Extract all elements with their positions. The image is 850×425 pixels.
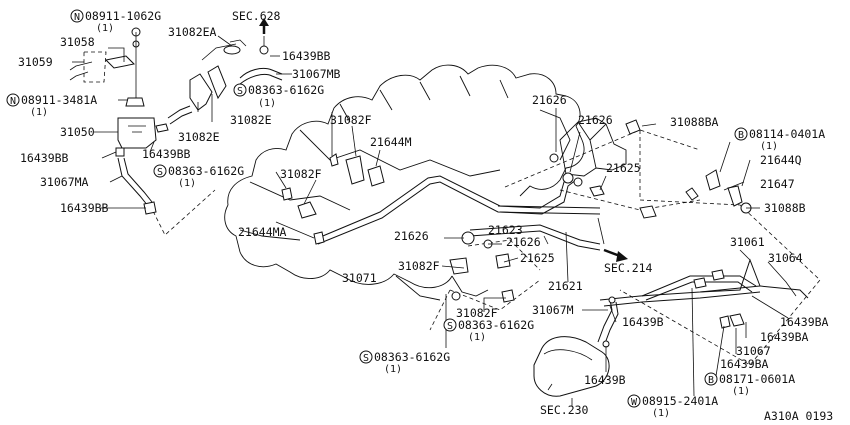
label-31082f: 31082F [456,306,498,320]
symbol-b: B [738,130,744,141]
part-labels: 08911-1062G (1) SEC.628 31058 31082EA 16… [18,9,833,423]
label-qty: (1) [30,107,48,118]
label-16439ba: 16439BA [720,357,769,371]
label-qty: (1) [760,141,778,152]
circled-symbols: N S N S B S S B W [6,9,748,408]
label-21626: 21626 [578,113,613,127]
label-31071: 31071 [342,271,377,285]
label-qty: (1) [258,98,276,109]
label-31050: 31050 [60,125,95,139]
label-31058: 31058 [60,35,95,49]
label-31067mb: 31067MB [292,67,341,81]
small-parts [281,119,752,348]
section-arrows [259,18,628,262]
label-31082f: 31082F [280,167,322,181]
label-21625: 21625 [520,251,555,265]
symbol-n: N [74,12,80,23]
label-16439b: 16439B [584,373,626,387]
label-21644q: 21644Q [760,153,802,167]
label-16439bb: 16439BB [142,147,191,161]
label-16439bb: 16439BB [20,151,69,165]
label-08911-3481a: 08911-3481A [21,93,97,107]
dashed-guides [149,129,821,366]
label-08114-0401a: 08114-0401A [749,127,825,141]
label-21625: 21625 [606,161,641,175]
label-sec628: SEC.628 [232,9,281,23]
label-31088b: 31088B [764,201,806,215]
symbol-s: S [237,86,243,97]
label-sec214: SEC.214 [604,261,653,275]
label-21644ma: 21644MA [238,225,287,239]
label-21626: 21626 [532,93,567,107]
label-08911-1062g: 08911-1062G [85,9,161,23]
label-31067m: 31067M [532,303,574,317]
label-qty: (1) [468,332,486,343]
label-08915-2401a: 08915-2401A [642,394,718,408]
label-08363-6162g: 08363-6162G [248,83,324,97]
label-qty: (1) [732,386,750,397]
label-31067: 31067 [736,344,771,358]
label-31082ea: 31082EA [168,25,217,39]
label-16439bb: 16439BB [282,49,331,63]
label-qty: (1) [96,23,114,34]
label-16439ba: 16439BA [760,330,809,344]
label-16439b: 16439B [622,315,664,329]
label-08363-6162g: 08363-6162G [168,164,244,178]
symbol-s: S [447,321,453,332]
label-08171-0601a: 08171-0601A [719,372,795,386]
label-21647: 21647 [760,177,795,191]
upper-left-parts [69,27,283,215]
label-31088ba: 31088BA [670,115,719,129]
label-31059: 31059 [18,55,53,69]
label-21626: 21626 [506,235,541,249]
label-sec230: SEC.230 [540,403,589,417]
fuel-pipes [317,175,809,307]
label-31067ma: 31067MA [40,175,89,189]
label-qty: (1) [384,364,402,375]
label-31082e: 31082E [178,130,220,144]
transmission-outline [559,117,627,177]
label-08363-6162g: 08363-6162G [458,318,534,332]
label-31064: 31064 [768,251,803,265]
label-31061: 31061 [730,235,765,249]
label-qty: (1) [652,408,670,419]
symbol-b: B [708,375,714,386]
label-31082f: 31082F [330,113,372,127]
diagram-code: A310A 0193 [764,409,833,423]
label-21626: 21626 [394,229,429,243]
label-21621: 21621 [548,279,583,293]
label-21644m: 21644M [370,135,412,149]
symbol-n: N [10,96,16,107]
leader-lines [72,35,797,406]
label-qty: (1) [178,178,196,189]
label-31082e: 31082E [230,113,272,127]
label-16439bb: 16439BB [60,201,109,215]
label-16439ba: 16439BA [780,315,829,329]
symbol-s: S [363,353,369,364]
canister [533,299,619,397]
symbol-w: W [631,397,638,408]
label-21623: 21623 [488,223,523,237]
label-08363-6162g: 08363-6162G [374,350,450,364]
label-31082f: 31082F [398,259,440,273]
symbol-s: S [157,167,163,178]
